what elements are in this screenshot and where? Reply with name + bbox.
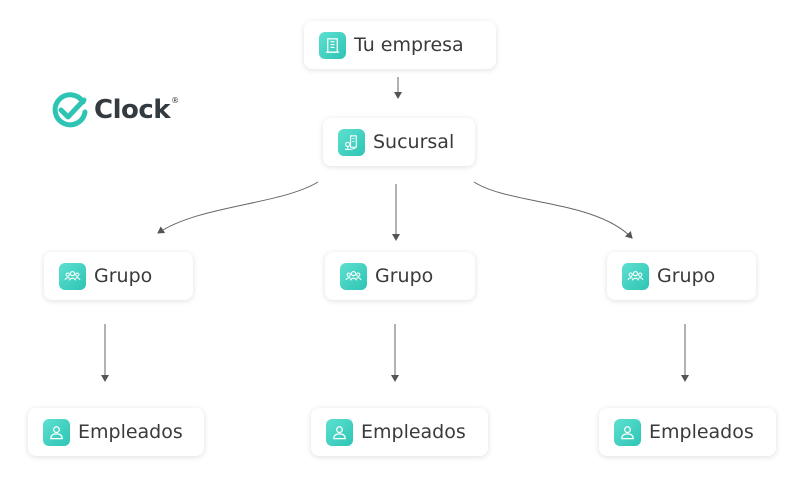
node-label-employees-1: Empleados [78, 421, 183, 443]
node-group-2: Grupo [325, 252, 475, 300]
node-label-group-1: Grupo [94, 265, 153, 287]
user-icon [614, 418, 641, 446]
arrow-branch-to-group-1 [157, 181, 319, 234]
node-group-3: Grupo [607, 252, 756, 300]
building-icon [319, 31, 346, 59]
node-label-branch: Sucursal [373, 131, 455, 153]
node-employees-2: Empleados [311, 408, 488, 456]
group-users-icon [340, 262, 367, 290]
node-label-employees-2: Empleados [361, 421, 466, 443]
arrow-branch-to-group-3 [473, 181, 633, 239]
group-users-icon [622, 262, 649, 290]
node-employees-3: Empleados [599, 408, 776, 456]
node-label-group-2: Grupo [375, 265, 434, 287]
user-icon [326, 418, 353, 446]
location-building-icon [338, 128, 365, 156]
clock-logo: Clock ® [50, 90, 179, 130]
registered-mark: ® [171, 95, 180, 105]
node-employees-1: Empleados [28, 408, 204, 456]
check-circle-logo-icon [52, 92, 88, 128]
group-users-icon [59, 262, 86, 290]
node-branch: Sucursal [323, 118, 475, 166]
node-company: Tu empresa [304, 21, 496, 69]
user-icon [43, 418, 70, 446]
node-label-group-3: Grupo [657, 265, 716, 287]
logo-wordmark: Clock [94, 95, 171, 125]
node-label-employees-3: Empleados [649, 421, 754, 443]
node-group-1: Grupo [44, 252, 193, 300]
node-label-company: Tu empresa [354, 34, 464, 56]
